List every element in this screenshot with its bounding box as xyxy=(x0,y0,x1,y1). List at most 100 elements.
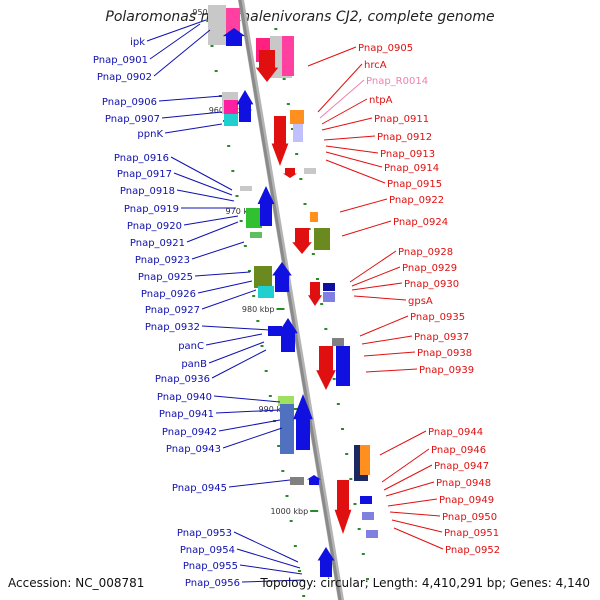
gene-feature xyxy=(323,292,335,302)
label-leader-line xyxy=(183,215,239,226)
scale-tick-label: 990 kbp xyxy=(259,405,292,414)
track-tick xyxy=(277,445,281,447)
label-leader-line xyxy=(213,395,281,403)
gene-label-right: Pnap_0947 xyxy=(434,461,489,472)
label-leader-line xyxy=(385,481,435,497)
gene-label-left: Pnap_0907 xyxy=(105,114,160,125)
gene-label-left: ppnK xyxy=(137,129,163,140)
gene-label-right: Pnap_0928 xyxy=(398,247,453,258)
label-leader-line xyxy=(351,266,401,287)
track-tick xyxy=(264,370,268,372)
label-leader-line xyxy=(215,409,281,414)
track-tick xyxy=(285,495,289,497)
scale-tick-label: 980 kbp xyxy=(242,305,275,314)
gene-arrow-forward xyxy=(278,318,298,352)
label-leader-line xyxy=(387,498,438,507)
label-leader-line xyxy=(211,349,267,379)
track-tick xyxy=(256,320,260,322)
gene-label-right: Pnap_0944 xyxy=(428,427,483,438)
label-leader-line xyxy=(197,280,253,294)
gene-feature xyxy=(254,266,272,288)
label-leader-line xyxy=(319,79,365,119)
track-tick xyxy=(289,520,293,522)
gene-label-left: Pnap_0940 xyxy=(157,392,212,403)
gene-arrow-forward xyxy=(272,262,292,292)
gene-feature xyxy=(304,168,316,174)
label-leader-line xyxy=(383,464,433,491)
label-leader-line xyxy=(379,430,427,456)
label-leader-line xyxy=(321,98,368,125)
gene-label-left: ipk xyxy=(130,37,145,48)
track-tick xyxy=(366,578,369,580)
track-tick xyxy=(341,428,344,430)
track-tick xyxy=(260,345,264,347)
label-leader-line xyxy=(228,479,291,488)
gene-label-left: Pnap_0923 xyxy=(135,255,190,266)
track-tick xyxy=(210,45,214,47)
track-tick xyxy=(316,278,319,280)
gene-label-left: Pnap_0906 xyxy=(102,97,157,108)
gene-label-left: Pnap_0953 xyxy=(177,528,232,539)
gene-arrow-reverse xyxy=(308,282,322,306)
label-leader-line xyxy=(391,519,443,533)
gene-label-right: hrcA xyxy=(364,60,387,71)
gene-label-right: Pnap_0938 xyxy=(417,348,472,359)
label-leader-line xyxy=(323,135,376,141)
track-tick xyxy=(281,470,285,472)
scale-tick-label: 1000 kbp xyxy=(270,507,308,516)
track-tick xyxy=(282,78,286,80)
label-leader-line xyxy=(393,527,444,550)
gene-feature xyxy=(224,114,238,126)
label-leader-line xyxy=(365,368,418,373)
label-leader-line xyxy=(149,23,201,60)
gene-label-left: Pnap_0941 xyxy=(159,409,214,420)
label-leader-line xyxy=(381,448,430,483)
track-tick xyxy=(302,595,306,597)
track-tick xyxy=(231,170,235,172)
gene-arrow-reverse xyxy=(255,50,279,82)
gene-feature xyxy=(240,186,252,191)
gene-label-left: Pnap_0927 xyxy=(145,305,200,316)
label-leader-line xyxy=(341,220,392,237)
gene-feature xyxy=(366,530,378,538)
track-tick xyxy=(291,128,294,130)
gene-feature xyxy=(278,396,294,406)
gene-label-left: Pnap_0925 xyxy=(138,272,193,283)
track-tick xyxy=(311,253,315,255)
gene-label-left: Pnap_0945 xyxy=(172,483,227,494)
gene-label-right: Pnap_0929 xyxy=(402,263,457,274)
gene-label-right: Pnap_0937 xyxy=(414,332,469,343)
gene-label-left: Pnap_0917 xyxy=(117,169,172,180)
gene-label-right: Pnap_0913 xyxy=(380,149,435,160)
track-tick xyxy=(206,20,210,22)
gene-label-right: Pnap_0952 xyxy=(445,545,500,556)
gene-label-left: Pnap_0936 xyxy=(155,374,210,385)
genome-summary: Topology: circular; Length: 4,410,291 bp… xyxy=(260,576,590,590)
label-leader-line xyxy=(389,511,441,517)
gene-arrow-reverse xyxy=(271,116,289,166)
gene-label-right: Pnap_0949 xyxy=(439,495,494,506)
gene-arrow-forward xyxy=(222,28,246,46)
gene-label-right: Pnap_0950 xyxy=(442,512,497,523)
gene-label-left: panB xyxy=(181,359,207,370)
label-leader-line xyxy=(359,315,409,337)
backbone-axis xyxy=(238,0,342,600)
label-leader-line xyxy=(361,335,413,345)
label-leader-line xyxy=(205,333,263,346)
label-leader-line xyxy=(363,351,416,357)
track-tick xyxy=(320,303,324,305)
label-leader-line xyxy=(218,419,281,432)
gene-feature xyxy=(290,477,304,485)
label-leader-line xyxy=(241,579,305,583)
track-tick xyxy=(227,145,231,147)
gene-feature xyxy=(360,496,372,504)
track-tick xyxy=(353,503,357,505)
track-tick xyxy=(332,378,336,380)
track-tick xyxy=(349,478,353,480)
gene-feature xyxy=(258,286,274,298)
label-leader-line xyxy=(222,427,283,449)
label-leader-line xyxy=(239,564,303,575)
gene-feature xyxy=(360,445,370,475)
gene-label-left: Pnap_0920 xyxy=(127,221,182,232)
